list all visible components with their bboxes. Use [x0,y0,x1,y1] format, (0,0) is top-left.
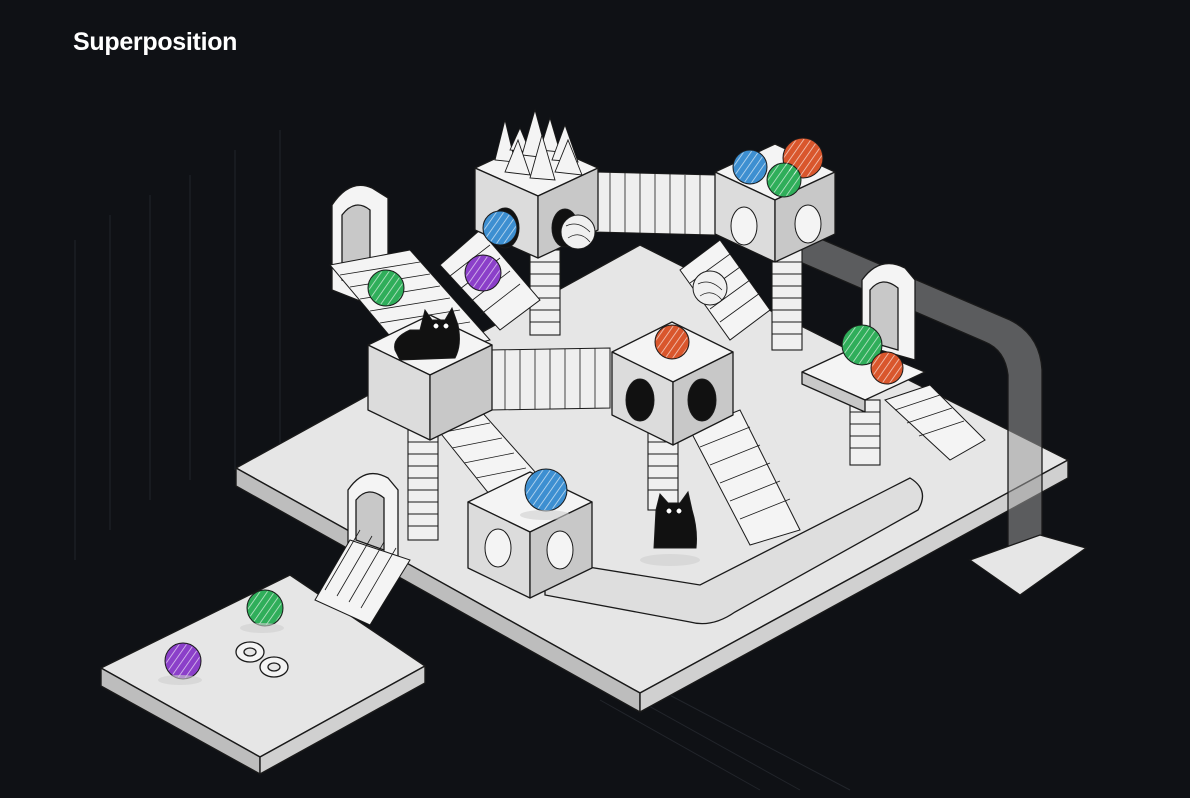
tube-right [799,229,1088,596]
yarn-texture [166,139,902,678]
cat-icon [394,306,460,361]
pillar-rings [408,261,880,527]
cat-eyes [433,323,682,514]
arch-lower-left [347,472,399,561]
yarn-white-lines [565,223,723,301]
page-title: Superposition [73,28,238,56]
floor-shadows [158,510,700,685]
ring-icon [235,641,289,678]
spikes-icon [494,108,583,181]
cat-icon [653,490,697,549]
bridge-folds [504,172,701,410]
tube-lower [544,477,924,625]
yarn-ball-icon [560,214,596,250]
